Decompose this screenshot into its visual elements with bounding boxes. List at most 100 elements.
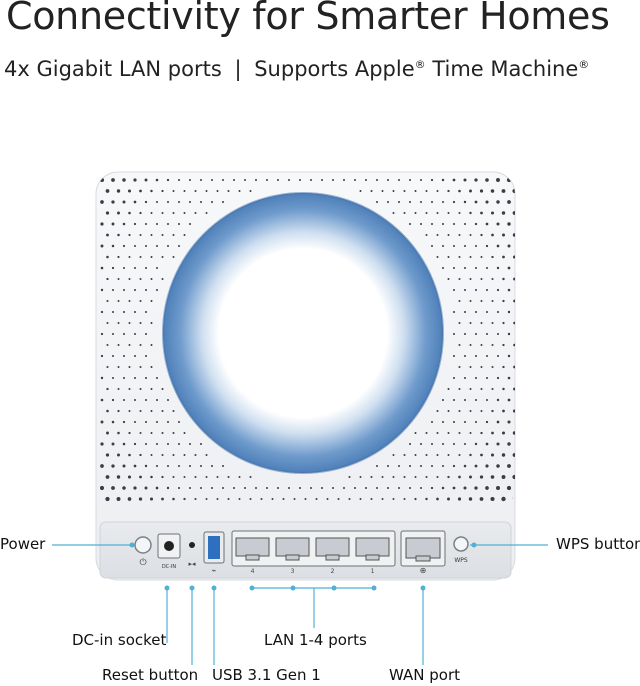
vent-hole — [490, 453, 495, 457]
vent-hole — [453, 289, 455, 291]
vent-hole — [485, 464, 489, 468]
vent-hole — [453, 223, 455, 225]
vent-hole — [469, 189, 472, 193]
vent-hole — [453, 245, 455, 247]
vent-hole — [161, 432, 164, 434]
vent-hole — [100, 222, 104, 226]
vent-hole — [133, 222, 137, 226]
vent-hole — [436, 432, 439, 434]
vent-hole — [496, 244, 500, 248]
vent-hole — [150, 234, 153, 236]
vent-hole — [139, 366, 142, 368]
lan-port-number: 4 — [251, 568, 255, 575]
vent-hole — [100, 266, 104, 270]
vent-hole — [497, 333, 499, 335]
vent-hole — [167, 465, 169, 467]
lan-port-4[interactable] — [235, 537, 270, 557]
vent-hole — [447, 278, 450, 280]
lan-port-notch — [365, 554, 380, 561]
vent-hole — [249, 190, 252, 192]
vent-hole — [139, 344, 142, 346]
vent-hole — [310, 179, 312, 181]
vent-hole — [420, 201, 422, 203]
vent-hole — [200, 443, 202, 445]
vent-hole — [111, 420, 115, 424]
vent-hole — [183, 212, 186, 214]
vent-hole — [172, 234, 175, 236]
vent-hole — [469, 256, 472, 258]
power-button[interactable] — [134, 536, 152, 554]
vent-hole — [139, 189, 142, 193]
vent-hole — [436, 189, 439, 193]
lan-port-2[interactable] — [315, 537, 350, 557]
vent-hole — [431, 223, 433, 225]
vent-hole — [392, 212, 395, 214]
vent-hole — [480, 410, 483, 412]
vent-hole — [138, 497, 143, 501]
vent-hole — [117, 344, 120, 346]
vent-hole — [177, 178, 181, 182]
vent-hole — [178, 223, 180, 225]
vent-hole — [453, 377, 455, 379]
vent-hole — [133, 442, 137, 446]
vent-hole — [161, 234, 164, 236]
lan-port-1[interactable] — [355, 537, 390, 557]
reset-button[interactable] — [189, 542, 195, 548]
vent-hole — [145, 333, 147, 335]
vent-hole — [436, 410, 439, 412]
vent-hole — [150, 366, 153, 368]
vent-hole — [370, 476, 373, 478]
vent-hole — [127, 475, 132, 479]
vent-hole — [227, 476, 230, 478]
vent-hole — [474, 178, 478, 182]
vent-hole — [150, 256, 153, 258]
vent-hole — [485, 244, 489, 248]
vent-hole — [359, 476, 362, 478]
vent-hole — [156, 399, 158, 401]
vent-hole — [145, 245, 147, 247]
vent-hole — [332, 179, 334, 181]
vent-hole — [479, 189, 484, 193]
vent-hole — [183, 432, 186, 434]
vent-hole — [249, 476, 252, 478]
vent-hole — [496, 222, 500, 226]
vent-hole — [463, 464, 467, 468]
vent-hole — [122, 178, 126, 182]
vent-hole — [453, 267, 455, 269]
vent-hole — [414, 497, 417, 501]
vent-hole — [464, 223, 466, 225]
vent-hole — [490, 189, 495, 193]
vent-hole — [122, 222, 126, 226]
vent-hole — [458, 189, 461, 193]
vent-hole — [205, 498, 208, 500]
vent-hole — [167, 443, 169, 445]
vent-hole — [122, 442, 126, 446]
vent-hole — [496, 486, 500, 490]
callout-wps-button: WPS button — [556, 535, 640, 553]
vent-hole — [123, 399, 125, 401]
vent-hole — [166, 486, 170, 490]
vent-hole — [205, 476, 208, 478]
vent-hole — [266, 487, 268, 489]
vent-hole — [370, 190, 373, 192]
vent-hole — [139, 432, 142, 434]
vent-hole — [348, 498, 351, 500]
vent-hole — [105, 189, 110, 193]
vent-hole — [200, 465, 202, 467]
vent-hole — [183, 497, 186, 501]
vent-hole — [216, 476, 219, 478]
vent-hole — [144, 464, 148, 468]
vent-hole — [409, 465, 411, 467]
vent-hole — [420, 487, 422, 489]
lan-port-3[interactable] — [275, 537, 310, 557]
vent-hole — [117, 300, 120, 302]
vent-hole — [512, 211, 515, 215]
vent-hole — [431, 245, 433, 247]
vent-hole — [200, 201, 202, 203]
vent-hole — [123, 289, 125, 291]
vent-hole — [370, 498, 373, 500]
wps-button[interactable] — [453, 536, 469, 552]
vent-hole — [139, 211, 142, 215]
vent-hole — [447, 388, 450, 390]
vent-hole — [145, 267, 147, 269]
